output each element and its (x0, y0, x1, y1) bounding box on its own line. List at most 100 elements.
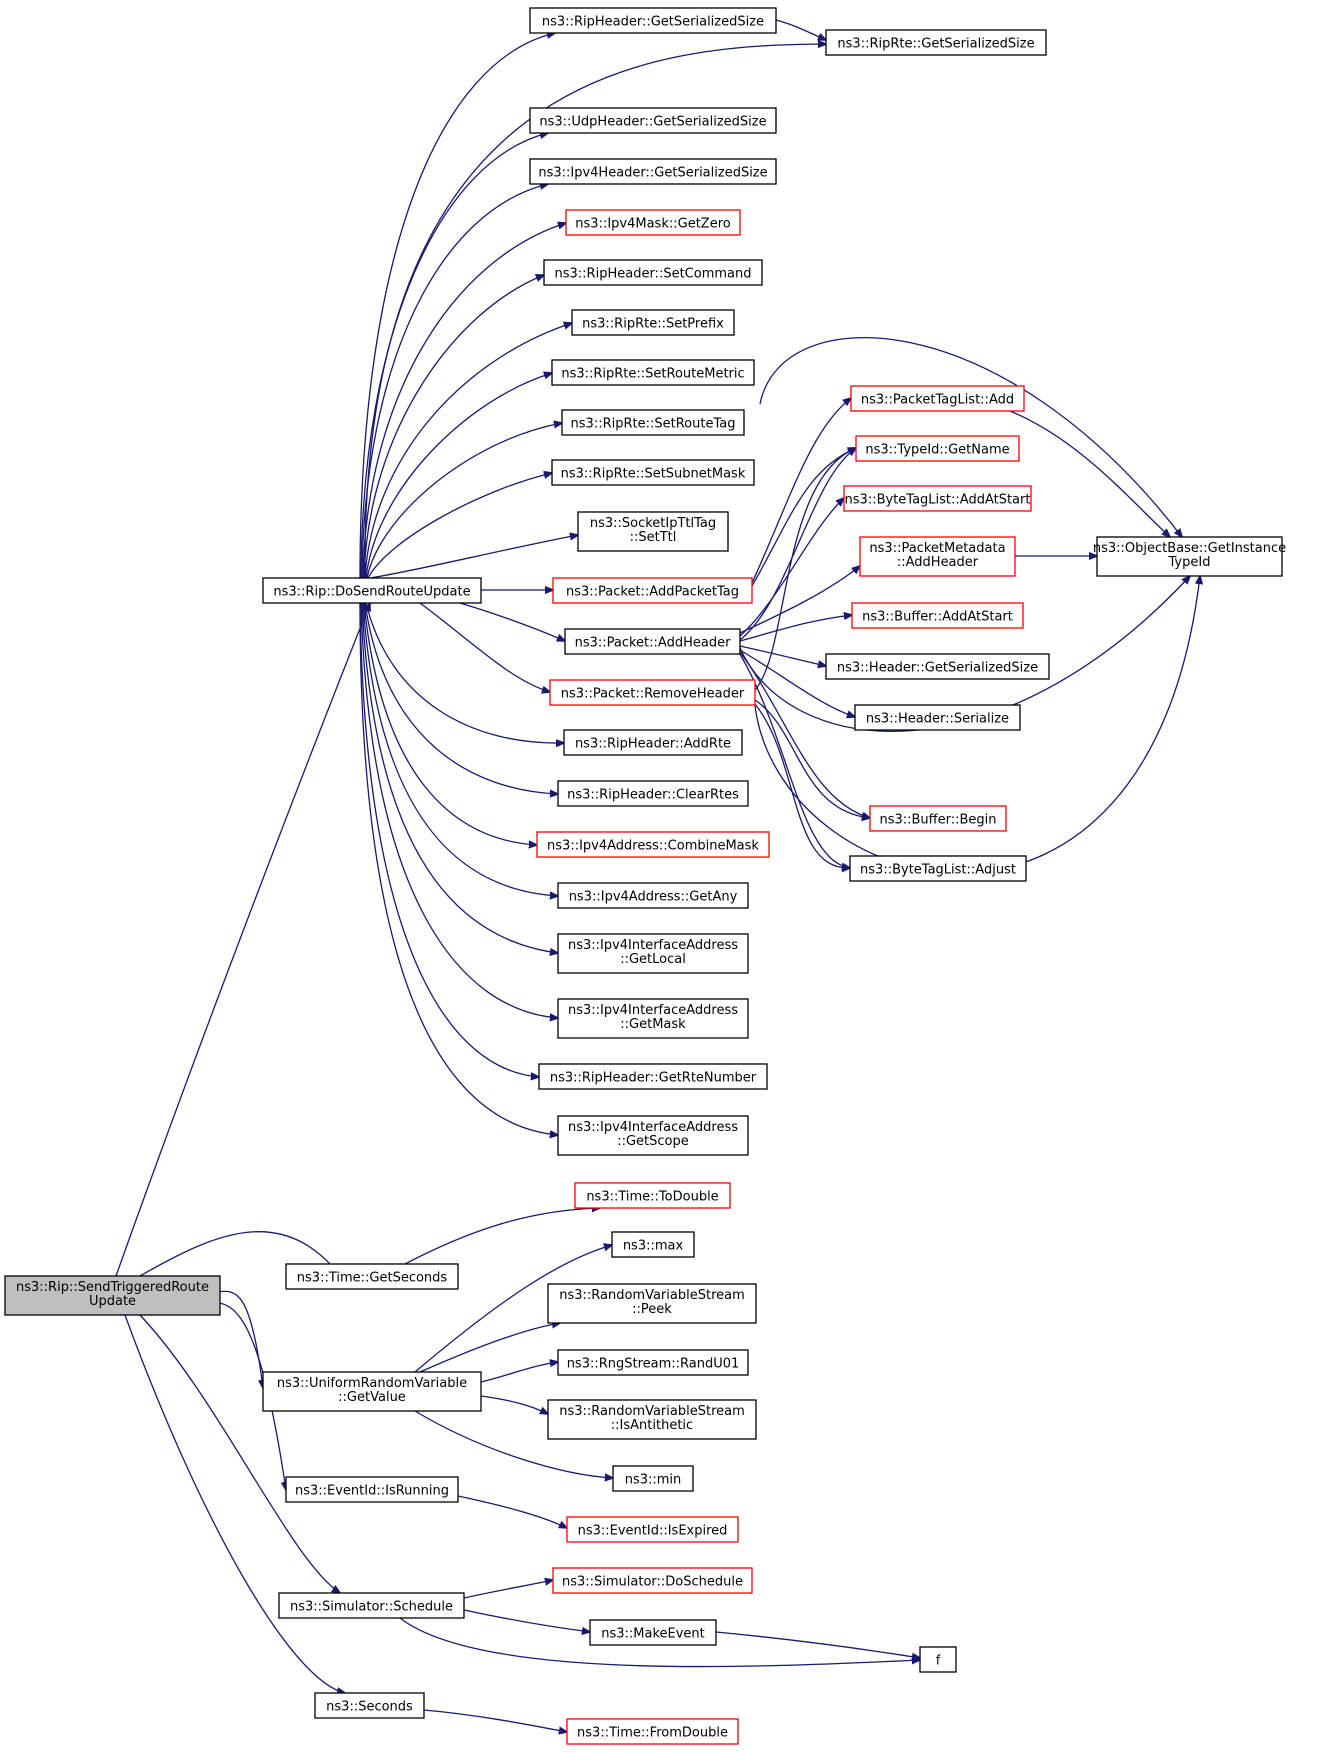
graph-node-n27[interactable]: ns3::PacketMetadata::AddHeader (859, 536, 1016, 577)
graph-node-n6[interactable]: ns3::Ipv4Mask::GetZero (565, 209, 741, 236)
graph-node-n20[interactable]: ns3::Ipv4InterfaceAddress::GetLocal (557, 933, 749, 974)
node-label: TypeId (1168, 555, 1211, 570)
node-label: ns3::RipRte::SetRouteMetric (561, 367, 744, 382)
graph-node-n37[interactable]: ns3::max (611, 1231, 695, 1258)
graph-node-n45[interactable]: ns3::Simulator::DoSchedule (552, 1567, 753, 1594)
graph-node-n48[interactable]: ns3::Seconds (314, 1692, 425, 1719)
graph-node-n19[interactable]: ns3::Ipv4Address::GetAny (557, 882, 749, 909)
graph-node-n24[interactable]: ns3::PacketTagList::Add (850, 385, 1025, 412)
graph-node-n25[interactable]: ns3::TypeId::GetName (855, 435, 1020, 462)
node-label: ns3::Time::FromDouble (577, 1726, 728, 1741)
node-label: ns3::Packet::AddHeader (575, 636, 731, 651)
edge-n15-to-n31 (754, 699, 870, 818)
node-label: ns3::RngStream::RandU01 (567, 1357, 740, 1372)
edge-n1-to-n21 (360, 602, 558, 1018)
node-box (825, 29, 1047, 56)
node-box (557, 882, 749, 909)
graph-node-n30[interactable]: ns3::Header::Serialize (854, 704, 1021, 731)
node-label: ns3::Seconds (326, 1700, 413, 1715)
graph-node-n44[interactable]: ns3::Simulator::Schedule (278, 1592, 465, 1619)
node-label: ::GetScope (617, 1134, 689, 1149)
node-box (557, 780, 749, 807)
graph-node-n23[interactable]: ns3::Ipv4InterfaceAddress::GetScope (557, 1115, 749, 1156)
graph-node-n34[interactable]: ns3::Time::GetSeconds (285, 1263, 459, 1290)
node-box (285, 1263, 459, 1290)
node-label: ns3::MakeEvent (601, 1627, 705, 1642)
graph-node-n22[interactable]: ns3::RipHeader::GetRteNumber (538, 1063, 768, 1090)
graph-node-n8[interactable]: ns3::RipRte::SetPrefix (571, 309, 735, 336)
graph-node-n42[interactable]: ns3::EventId::IsRunning (285, 1476, 459, 1503)
graph-node-n49[interactable]: ns3::Time::FromDouble (566, 1718, 739, 1745)
graph-node-n28[interactable]: ns3::Buffer::AddAtStart (851, 602, 1024, 629)
edge-n2-to-n3 (775, 19, 826, 40)
graph-node-n18[interactable]: ns3::Ipv4Address::CombineMask (536, 831, 770, 858)
graph-node-n36[interactable]: ns3::UniformRandomVariable::GetValue (262, 1371, 482, 1412)
graph-node-n13[interactable]: ns3::Packet::AddPacketTag (552, 577, 753, 604)
node-box (919, 1646, 957, 1673)
graph-node-n12[interactable]: ns3::SocketIpTtlTag::SetTtl (577, 511, 729, 552)
graph-node-n43[interactable]: ns3::EventId::IsExpired (566, 1516, 739, 1543)
node-box (538, 1063, 768, 1090)
graph-node-n39[interactable]: ns3::RngStream::RandU01 (557, 1349, 749, 1376)
node-label: ::AddHeader (897, 555, 979, 570)
node-label: ns3::RipHeader::GetRteNumber (550, 1071, 757, 1086)
graph-node-n38[interactable]: ns3::RandomVariableStream::Peek (547, 1283, 757, 1324)
graph-node-n35[interactable]: ns3::Time::ToDouble (574, 1182, 731, 1209)
node-box (855, 435, 1020, 462)
graph-node-n2[interactable]: ns3::RipHeader::GetSerializedSize (529, 7, 777, 34)
graph-node-n9[interactable]: ns3::RipRte::SetRouteMetric (551, 359, 755, 386)
node-box (612, 1465, 694, 1492)
graph-node-n31[interactable]: ns3::Buffer::Begin (869, 805, 1007, 832)
node-box (285, 1476, 459, 1503)
node-label: ns3::SocketIpTtlTag (590, 516, 716, 531)
graph-node-n47[interactable]: f (919, 1646, 957, 1673)
edge-n13-to-n24 (751, 398, 851, 584)
graph-node-n29[interactable]: ns3::Header::GetSerializedSize (825, 653, 1050, 680)
graph-node-n32[interactable]: ns3::ByteTagList::Adjust (849, 855, 1027, 882)
graph-node-n21[interactable]: ns3::Ipv4InterfaceAddress::GetMask (557, 998, 749, 1039)
node-label: ns3::UniformRandomVariable (277, 1376, 467, 1391)
node-box (552, 1567, 753, 1594)
edge-n1-to-n19 (362, 602, 558, 896)
graph-node-n4[interactable]: ns3::UdpHeader::GetSerializedSize (529, 107, 777, 134)
graph-node-n17[interactable]: ns3::RipHeader::ClearRtes (557, 780, 749, 807)
edge-n0-to-n48 (124, 1314, 345, 1693)
graph-node-n40[interactable]: ns3::RandomVariableStream::IsAntithetic (547, 1399, 757, 1440)
node-label: ns3::RipHeader::SetCommand (555, 267, 752, 282)
edge-n0-to-n44 (139, 1314, 340, 1593)
graph-node-n10[interactable]: ns3::RipRte::SetRouteTag (561, 409, 745, 436)
graph-node-n1[interactable]: ns3::Rip::DoSendRouteUpdate (262, 577, 482, 604)
node-box (262, 577, 482, 604)
node-label: ns3::Simulator::DoSchedule (562, 1575, 743, 1590)
graph-node-n5[interactable]: ns3::Ipv4Header::GetSerializedSize (529, 158, 777, 185)
edge-n44-to-n45 (463, 1580, 553, 1599)
node-label: ::IsAntithetic (611, 1418, 693, 1433)
node-label: ns3::max (623, 1239, 684, 1254)
node-box (825, 653, 1050, 680)
graph-node-n15[interactable]: ns3::Packet::RemoveHeader (549, 679, 756, 706)
graph-node-n11[interactable]: ns3::RipRte::SetSubnetMask (551, 459, 755, 486)
edge-n42-to-n43 (457, 1495, 567, 1528)
edge-n1-to-n4 (360, 133, 548, 579)
node-label: f (936, 1654, 941, 1669)
node-box (851, 602, 1024, 629)
graph-node-n14[interactable]: ns3::Packet::AddHeader (564, 628, 741, 655)
graph-node-n16[interactable]: ns3::RipHeader::AddRte (563, 729, 743, 756)
node-box (566, 1718, 739, 1745)
graph-node-n41[interactable]: ns3::min (612, 1465, 694, 1492)
edge-n1-to-n14 (459, 602, 565, 641)
edge-n14-to-n28 (739, 615, 852, 642)
node-label: ns3::Simulator::Schedule (290, 1600, 453, 1615)
node-label: ns3::Ipv4Header::GetSerializedSize (538, 166, 767, 181)
edge-n1-to-n9 (365, 373, 552, 579)
node-label: ns3::Rip::SendTriggeredRoute (16, 1280, 209, 1295)
graph-node-n46[interactable]: ns3::MakeEvent (589, 1619, 717, 1646)
graph-node-n7[interactable]: ns3::RipHeader::SetCommand (543, 259, 763, 286)
graph-node-n26[interactable]: ns3::ByteTagList::AddAtStart (843, 485, 1032, 512)
graph-node-n3[interactable]: ns3::RipRte::GetSerializedSize (825, 29, 1047, 56)
node-box (549, 679, 756, 706)
node-box (552, 577, 753, 604)
